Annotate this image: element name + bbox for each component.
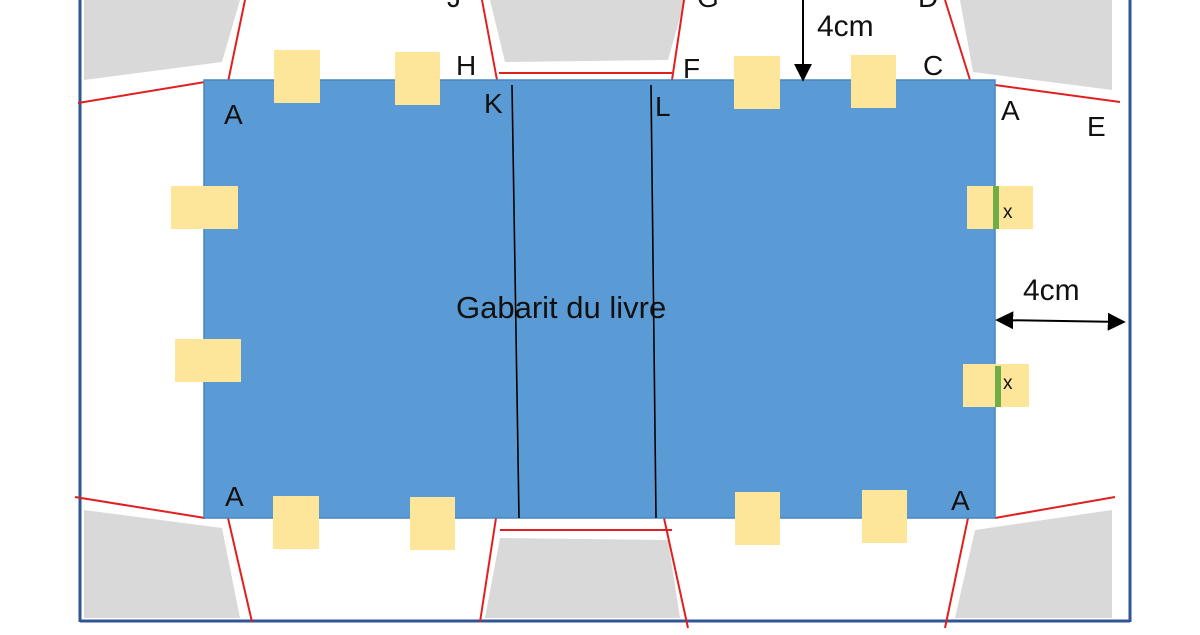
corner-label-top-left: A: [224, 99, 243, 130]
edge-piece-bottom-center: [485, 538, 680, 618]
cut-line-bottom-center-left: [479, 517, 497, 623]
point-label-d: D: [918, 0, 938, 13]
point-label-k: K: [484, 88, 503, 119]
marker-right-2: [995, 366, 1001, 407]
corner-piece-top-left: [84, 0, 240, 80]
cut-line-top-left-vertical: [227, 0, 246, 83]
marker-right-1: [993, 186, 999, 229]
point-label-c: C: [923, 50, 943, 81]
tab-bottom-1: [273, 496, 319, 549]
corner-label-bottom-right: A: [951, 485, 970, 516]
cut-lines: [74, 0, 1121, 629]
corner-label-top-right: A: [1001, 95, 1020, 126]
tab-top-3: [734, 56, 780, 109]
dimension-label-right: 4cm: [1023, 274, 1080, 307]
tab-top-4: [851, 55, 896, 108]
point-label-l: L: [655, 91, 671, 122]
grey-pieces: [84, 0, 1112, 618]
tab-left-2: [175, 339, 241, 382]
dimension-label-top: 4cm: [817, 10, 874, 43]
cut-line-e: [994, 84, 1121, 103]
corner-piece-top-right: [960, 0, 1112, 90]
cut-line-f: [671, 0, 685, 81]
template-title: Gabarit du livre: [456, 290, 666, 325]
cut-line-c: [944, 0, 971, 81]
tab-top-2: [395, 52, 440, 105]
point-label-h: H: [456, 50, 476, 81]
point-label-g: G: [697, 0, 719, 13]
corner-piece-bottom-left: [84, 510, 240, 618]
cut-line-bottom-right-vertical: [944, 517, 969, 629]
cut-line-bottom-right-horizontal: [994, 496, 1116, 519]
x-mark-1: x: [1003, 202, 1013, 223]
x-mark-2: x: [1003, 373, 1013, 394]
tab-bottom-3: [735, 492, 780, 545]
tab-left-1: [171, 186, 238, 229]
tab-bottom-4: [862, 490, 907, 543]
tab-bottom-2: [410, 497, 455, 550]
cut-line-bottom-left-horizontal: [74, 496, 206, 519]
corner-label-bottom-left: A: [225, 481, 244, 512]
cut-line-bottom-center-right: [663, 517, 689, 629]
edge-piece-top-center: [490, 0, 685, 62]
dimension-arrow-right: [995, 311, 1126, 331]
spine-fold-line-left: [511, 84, 520, 519]
point-label-j: J: [447, 0, 461, 13]
cut-line-top-left-horizontal: [77, 81, 206, 104]
point-label-e: E: [1087, 111, 1106, 142]
spine-fold-line-right: [650, 84, 657, 519]
cut-line-bottom-left-vertical: [227, 517, 253, 623]
point-label-f: F: [683, 53, 700, 84]
tab-top-1: [274, 50, 320, 103]
tab-right-1: [967, 186, 1033, 229]
cut-line-h: [481, 0, 498, 81]
corner-piece-bottom-right: [955, 510, 1112, 618]
book-board: [203, 79, 996, 519]
